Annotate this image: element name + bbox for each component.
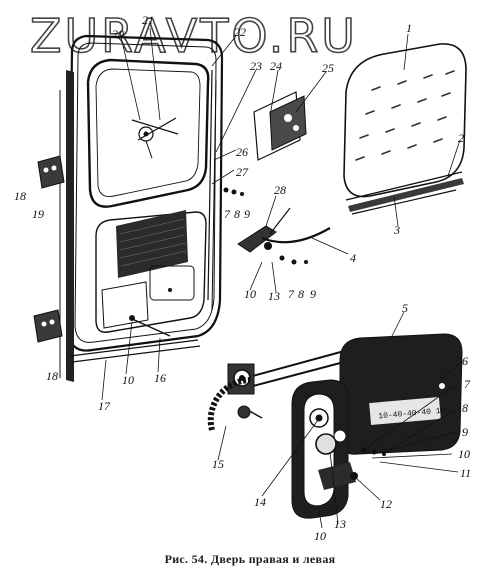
label-26: 26 <box>236 145 248 159</box>
label-11: 11 <box>460 466 471 480</box>
label-1: 1 <box>406 21 412 35</box>
callout-labels: 1 2 3 4 5 6 7 8 9 10 11 12 13 10 14 15 7… <box>14 13 471 543</box>
label-14: 14 <box>254 495 266 509</box>
label-10-bottom: 10 <box>314 529 326 543</box>
label-28: 28 <box>274 183 286 197</box>
door-lock-body: 10-40-40-40 10 <box>339 333 463 455</box>
label-3: 3 <box>393 223 400 237</box>
label-24: 24 <box>270 59 282 73</box>
figure-caption: Рис. 54. Дверь правая и левая <box>164 552 336 566</box>
label-2: 2 <box>458 131 464 145</box>
label-17: 17 <box>98 399 111 413</box>
label-15: 15 <box>212 457 224 471</box>
upper-hinge <box>37 155 65 189</box>
label-20: 20 <box>112 27 124 41</box>
label-10-lever: 10 <box>244 287 256 301</box>
lock-lever <box>237 207 331 265</box>
label-9-lock: 9 <box>462 425 468 439</box>
label-13-lock: 13 <box>334 517 346 531</box>
lock-mechanism <box>291 379 386 519</box>
screw-set-upper <box>223 187 244 196</box>
label-12: 12 <box>380 497 392 511</box>
label-8-lock: 8 <box>462 401 468 415</box>
label-16: 16 <box>154 371 166 385</box>
label-5: 5 <box>402 301 408 315</box>
leader-lines <box>101 27 463 529</box>
window-glass <box>343 43 467 198</box>
label-6: 6 <box>462 354 468 368</box>
window-regulator <box>207 349 349 431</box>
label-27: 27 <box>236 165 249 179</box>
label-18-upper: 18 <box>14 189 26 203</box>
label-10-lock: 10 <box>458 447 470 461</box>
label-22: 22 <box>234 25 246 39</box>
label-9-upper: 9 <box>244 207 250 221</box>
label-8-lever: 8 <box>298 287 304 301</box>
door-panel <box>59 34 224 382</box>
label-7-upper: 7 <box>224 207 231 221</box>
lock-plate <box>253 91 307 161</box>
label-4: 4 <box>350 251 356 265</box>
label-8-upper: 8 <box>234 207 240 221</box>
label-13-lever: 13 <box>268 289 280 303</box>
label-25: 25 <box>322 61 334 75</box>
lower-hinge <box>33 309 63 343</box>
label-7-lock: 7 <box>464 377 471 391</box>
label-21: 21 <box>142 13 154 27</box>
watermark: ZURAVTO.RU <box>30 9 358 63</box>
glass-channel <box>345 171 464 215</box>
label-23: 23 <box>250 59 262 73</box>
label-7-lever: 7 <box>288 287 295 301</box>
label-19: 19 <box>32 207 44 221</box>
label-18-lower: 18 <box>46 369 58 383</box>
label-10-door: 10 <box>122 373 134 387</box>
label-9-lever: 9 <box>310 287 316 301</box>
